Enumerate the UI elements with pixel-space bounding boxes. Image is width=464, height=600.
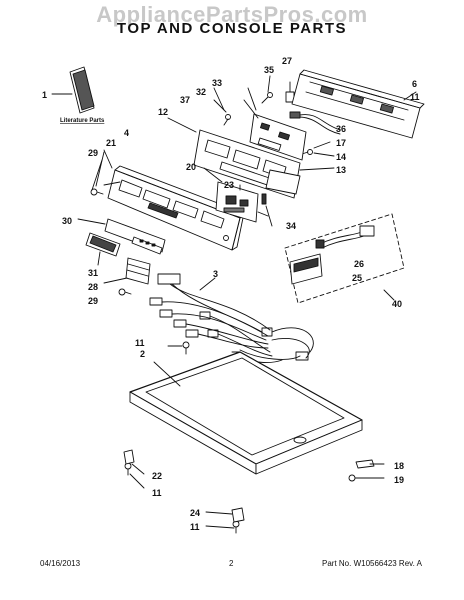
literature-booklet [51, 66, 95, 114]
callout-label: 3 [213, 269, 218, 279]
callout-label: 29 [88, 148, 98, 158]
callout-label: 23 [224, 180, 234, 190]
callout-label: 14 [336, 152, 346, 162]
callout-label: 36 [336, 124, 346, 134]
callout-label: 11 [152, 488, 162, 498]
footer-date: 04/16/2013 [40, 559, 81, 568]
callout-label: 31 [88, 268, 98, 278]
callout-label: 28 [88, 282, 98, 292]
page-title: TOP AND CONSOLE PARTS [116, 20, 348, 37]
callout-label: 13 [336, 165, 346, 175]
hinges [123, 449, 375, 523]
control-board [243, 99, 307, 161]
callout-label: 26 [354, 259, 364, 269]
callout-label: 21 [106, 138, 116, 148]
control-bracket [167, 117, 301, 199]
callout-label: 2 [140, 349, 145, 359]
main-wire-harness [149, 273, 314, 363]
display-lens [85, 232, 121, 266]
leader-lines [91, 75, 385, 529]
callout-label: 40 [392, 299, 402, 309]
callout-label: 11 [135, 338, 145, 348]
footer-part-number: Part No. W10566423 Rev. A [322, 559, 422, 568]
callout-label: 37 [180, 95, 190, 105]
console-panel [103, 165, 245, 251]
callout-label: 1 [42, 90, 47, 100]
literature-parts-label: Literature Parts [60, 118, 105, 124]
footer-page-number: 2 [229, 559, 234, 568]
callout-label: 22 [152, 471, 162, 481]
callout-label: 30 [62, 216, 72, 226]
callout-label: 27 [282, 56, 292, 66]
console-rear-cover [291, 69, 425, 139]
kit-box-dashed [284, 213, 405, 304]
callout-label: 17 [336, 138, 346, 148]
watermark: AppliancePartsPros.com [96, 2, 368, 27]
callout-label: 33 [212, 78, 222, 88]
callout-label: 32 [196, 87, 206, 97]
callout-label: 4 [124, 128, 129, 138]
callout-label: 34 [286, 221, 296, 231]
keypad-overlay [77, 218, 166, 255]
callout-label: 11 [190, 522, 200, 532]
sub-board [215, 181, 273, 227]
callout-label: 6 [412, 79, 417, 89]
callout-label: 20 [186, 162, 196, 172]
callout-label: 11 [410, 92, 420, 102]
callout-label: 29 [88, 296, 98, 306]
dryer-top-panel [129, 351, 363, 475]
knob-housing [103, 257, 151, 285]
callout-label: 35 [264, 65, 274, 75]
callout-label: 25 [352, 273, 362, 283]
callout-labels: 1 2 3 4 6 11 11 11 11 12 13 14 17 18 19 … [42, 56, 420, 532]
callout-label: 12 [158, 107, 168, 117]
callout-label: 19 [394, 475, 404, 485]
callout-label: 18 [394, 461, 404, 471]
callout-label: 24 [190, 508, 200, 518]
